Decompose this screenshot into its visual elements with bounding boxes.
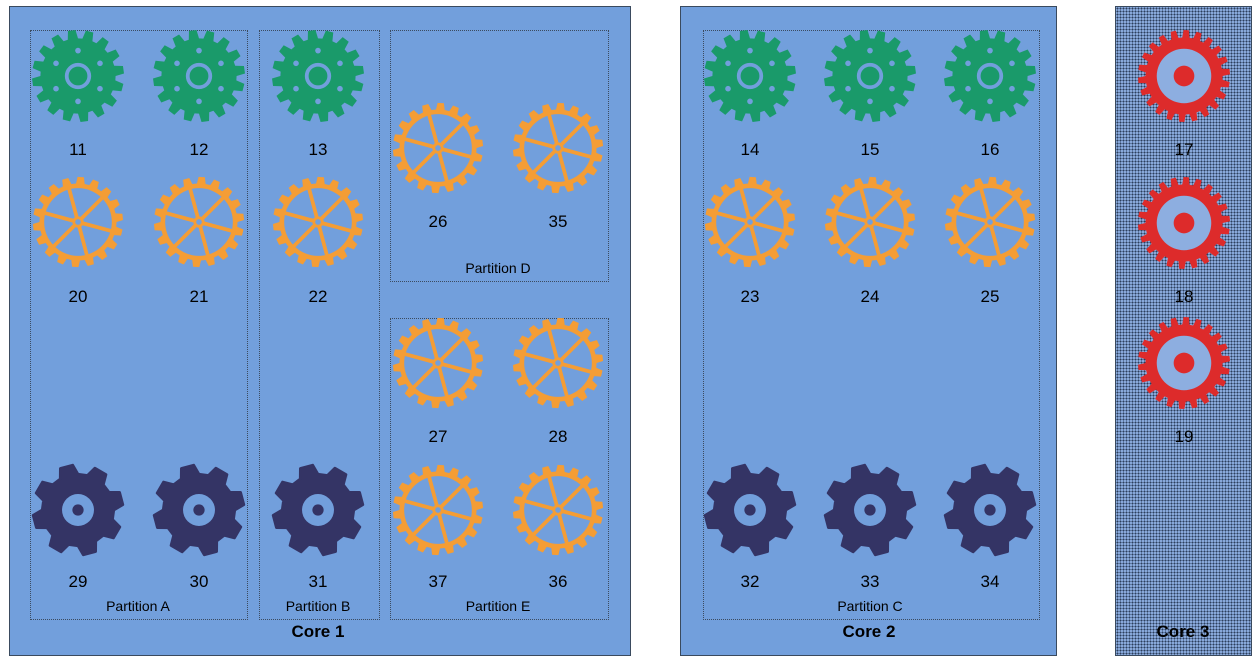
partition-b-box bbox=[259, 30, 380, 620]
partition-d-box bbox=[390, 30, 609, 282]
gear-number-label: 13 bbox=[308, 140, 328, 159]
green-gear-icon bbox=[703, 29, 797, 123]
gear-number-label: 35 bbox=[548, 212, 568, 231]
red-gear-icon bbox=[1137, 29, 1231, 123]
partition-c-label: Partition C bbox=[837, 598, 903, 614]
red-gear-icon bbox=[1137, 176, 1231, 270]
gear-number-label: 27 bbox=[428, 427, 448, 446]
gear-number-label: 17 bbox=[1174, 140, 1194, 159]
green-gear-icon bbox=[823, 29, 917, 123]
orange-wheel-gear-icon bbox=[703, 175, 797, 269]
gear-number-label: 14 bbox=[740, 140, 760, 159]
gear-number-label: 21 bbox=[189, 287, 209, 306]
gear-number-label: 30 bbox=[189, 572, 209, 591]
partition-d-label: Partition D bbox=[465, 260, 531, 276]
orange-wheel-gear-icon bbox=[391, 101, 485, 195]
gear-number-label: 37 bbox=[428, 572, 448, 591]
core-1-label: Core 1 bbox=[291, 622, 345, 641]
green-gear-icon bbox=[943, 29, 1037, 123]
green-gear-icon bbox=[31, 29, 125, 123]
gear-number-label: 23 bbox=[740, 287, 760, 306]
gear-number-label: 11 bbox=[69, 140, 87, 159]
gear-number-label: 16 bbox=[980, 140, 1000, 159]
partition-e-box bbox=[390, 318, 609, 620]
orange-wheel-gear-icon bbox=[511, 463, 605, 557]
red-gear-icon bbox=[1137, 316, 1231, 410]
partition-a-label: Partition A bbox=[106, 598, 170, 614]
gear-number-label: 34 bbox=[980, 572, 1000, 591]
gear-number-label: 29 bbox=[68, 572, 88, 591]
navy-gear-icon bbox=[271, 463, 365, 557]
orange-wheel-gear-icon bbox=[823, 175, 917, 269]
navy-gear-icon bbox=[703, 463, 797, 557]
gear-number-label: 19 bbox=[1174, 427, 1194, 446]
core-3-label: Core 3 bbox=[1156, 622, 1210, 641]
navy-gear-icon bbox=[31, 463, 125, 557]
gear-number-label: 32 bbox=[740, 572, 760, 591]
green-gear-icon bbox=[271, 29, 365, 123]
gear-number-label: 26 bbox=[428, 212, 448, 231]
gear-number-label: 18 bbox=[1174, 287, 1194, 306]
gear-number-label: 33 bbox=[860, 572, 880, 591]
partition-b-label: Partition B bbox=[285, 598, 351, 614]
orange-wheel-gear-icon bbox=[391, 463, 485, 557]
gear-number-label: 31 bbox=[308, 572, 328, 591]
gear-number-label: 36 bbox=[548, 572, 568, 591]
orange-wheel-gear-icon bbox=[391, 316, 485, 410]
gear-number-label: 15 bbox=[860, 140, 880, 159]
navy-gear-icon bbox=[823, 463, 917, 557]
navy-gear-icon bbox=[152, 463, 246, 557]
gear-number-label: 25 bbox=[980, 287, 1000, 306]
gear-number-label: 20 bbox=[68, 287, 88, 306]
orange-wheel-gear-icon bbox=[31, 175, 125, 269]
partition-a-box bbox=[30, 30, 248, 620]
orange-wheel-gear-icon bbox=[511, 101, 605, 195]
navy-gear-icon bbox=[943, 463, 1037, 557]
gear-number-label: 12 bbox=[189, 140, 209, 159]
orange-wheel-gear-icon bbox=[943, 175, 1037, 269]
gear-number-label: 22 bbox=[308, 287, 328, 306]
partition-e-label: Partition E bbox=[465, 598, 531, 614]
core-2-label: Core 2 bbox=[842, 622, 896, 641]
orange-wheel-gear-icon bbox=[152, 175, 246, 269]
gear-number-label: 24 bbox=[860, 287, 880, 306]
partition-c-box bbox=[703, 30, 1040, 620]
gear-number-label: 28 bbox=[548, 427, 568, 446]
green-gear-icon bbox=[152, 29, 246, 123]
orange-wheel-gear-icon bbox=[271, 175, 365, 269]
orange-wheel-gear-icon bbox=[511, 316, 605, 410]
